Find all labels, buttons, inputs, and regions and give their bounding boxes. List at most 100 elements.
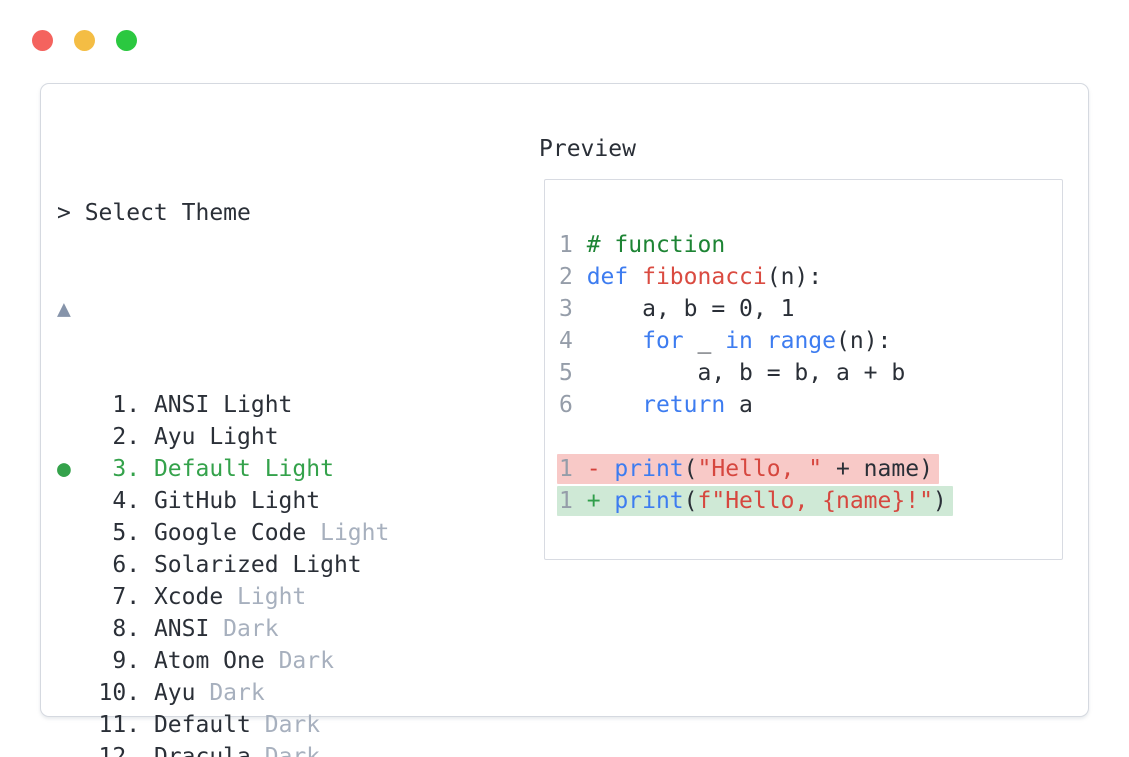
theme-list-item[interactable]: 12. Dracula Dark: [57, 741, 874, 757]
bullet-placeholder: [57, 424, 99, 450]
theme-variant: Dark: [209, 616, 279, 642]
line-number: 1: [559, 456, 587, 482]
code-line: 3 a, b = 0, 1: [559, 293, 1062, 325]
item-number: 2.: [98, 424, 154, 450]
theme-name: Ayu: [153, 680, 196, 706]
code-token: in: [725, 328, 753, 354]
bullet-placeholder: [57, 584, 99, 610]
theme-variant: Dark: [250, 712, 321, 738]
theme-name: ANSI Light: [153, 392, 293, 418]
item-number: 4.: [98, 488, 154, 514]
item-number: 5.: [98, 520, 154, 546]
theme-name: Google Code: [153, 520, 307, 546]
item-number: 7.: [98, 584, 154, 610]
zoom-button-icon[interactable]: [116, 30, 137, 51]
theme-variant: Light: [223, 584, 307, 610]
diff-highlight-removed: 1 - print("Hello, " + name): [557, 454, 939, 484]
item-number: 6.: [98, 552, 154, 578]
code-token: a, b = b, a + b: [586, 360, 906, 386]
theme-name: Default: [153, 712, 251, 738]
code-token: (: [683, 456, 698, 482]
theme-list: 1. ANSI Light 2. Ayu Light● 3. Default L…: [57, 389, 874, 757]
code-token: ): [932, 488, 947, 514]
item-number: 10.: [98, 680, 154, 706]
theme-name: ANSI: [153, 616, 210, 642]
theme-list-item[interactable]: 2. Ayu Light: [57, 421, 874, 453]
code-line: 1 # function: [559, 229, 1062, 261]
bullet-placeholder: [57, 488, 99, 514]
theme-name: Default Light: [153, 456, 334, 482]
theme-list-item[interactable]: 11. Default Dark: [57, 709, 874, 741]
line-number: 6: [559, 392, 587, 418]
theme-name: GitHub Light: [153, 488, 321, 514]
code-token: [628, 264, 642, 290]
theme-list-item[interactable]: 7. Xcode Light: [57, 581, 874, 613]
code-token: +: [586, 488, 615, 514]
code-token: [587, 328, 642, 354]
line-number: 5: [559, 360, 587, 386]
prompt-line: > Select Theme: [57, 200, 251, 226]
code-line: 2 def fibonacci(n):: [559, 261, 1062, 293]
item-number: 3.: [98, 456, 154, 482]
theme-list-item[interactable]: 5. Google Code Light: [57, 517, 874, 549]
scroll-up-indicator[interactable]: ▲: [57, 296, 71, 322]
diff-line-removed: 1 - print("Hello, " + name): [557, 453, 1062, 485]
item-number: 1.: [98, 392, 154, 418]
code-token: (n):: [766, 264, 823, 290]
code-token: fibonacci: [642, 264, 767, 290]
bullet-placeholder: [57, 616, 99, 642]
code-token: a, b = 0, 1: [586, 296, 795, 322]
code-token: print: [614, 488, 684, 514]
theme-list-item[interactable]: ● 3. Default Light: [57, 453, 874, 485]
theme-selector-dialog: > Select Theme ▲ 1. ANSI Light 2. Ayu Li…: [40, 83, 1089, 757]
line-number: 1: [559, 488, 587, 514]
theme-list-item[interactable]: 10. Ayu Dark: [57, 677, 874, 709]
line-number: 1: [559, 232, 587, 258]
theme-list-item[interactable]: 4. GitHub Light: [57, 485, 874, 517]
code-token: f"Hello, {name}!": [697, 488, 933, 514]
theme-list-item[interactable]: 6. Solarized Light: [57, 549, 874, 581]
theme-list-item[interactable]: 9. Atom One Dark: [57, 645, 874, 677]
item-number: 12.: [98, 744, 154, 757]
selected-bullet-icon: ●: [57, 456, 99, 482]
window-controls: [32, 30, 137, 51]
close-button-icon[interactable]: [32, 30, 53, 51]
code-token: # function: [586, 232, 726, 258]
code-token: -: [586, 456, 615, 482]
code-token: [753, 328, 767, 354]
line-number: 2: [559, 264, 587, 290]
theme-name: Xcode: [153, 584, 224, 610]
code-token: (: [683, 488, 698, 514]
code-token: (n):: [836, 328, 892, 354]
bullet-placeholder: [57, 712, 99, 738]
code-token: print: [614, 456, 684, 482]
code-line: 4 for _ in range(n):: [559, 325, 1062, 357]
code-token: + name): [822, 456, 933, 482]
line-number: 4: [559, 328, 587, 354]
diff-highlight-added: 1 + print(f"Hello, {name}!"): [557, 486, 953, 516]
theme-list-item[interactable]: 1. ANSI Light: [57, 389, 874, 421]
theme-name: Dracula: [153, 744, 251, 757]
code-token: a: [725, 392, 753, 418]
line-number: 3: [559, 296, 587, 322]
bullet-placeholder: [57, 744, 99, 757]
theme-variant: Dark: [250, 744, 321, 757]
bullet-placeholder: [57, 648, 99, 674]
item-number: 9.: [98, 648, 154, 674]
preview-label: Preview: [539, 136, 636, 162]
code-token: [587, 392, 642, 418]
code-token: range: [766, 328, 836, 354]
minimize-button-icon[interactable]: [74, 30, 95, 51]
theme-variant: Dark: [264, 648, 334, 674]
theme-name: Solarized Light: [153, 552, 362, 578]
code-token: def: [586, 264, 629, 290]
code-line: 5 a, b = b, a + b: [559, 357, 1062, 389]
theme-variant: Dark: [195, 680, 265, 706]
theme-name: Ayu Light: [153, 424, 279, 450]
theme-selector: > Select Theme ▲ 1. ANSI Light 2. Ayu Li…: [57, 133, 874, 757]
theme-name: Atom One: [153, 648, 265, 674]
theme-list-item[interactable]: 8. ANSI Dark: [57, 613, 874, 645]
